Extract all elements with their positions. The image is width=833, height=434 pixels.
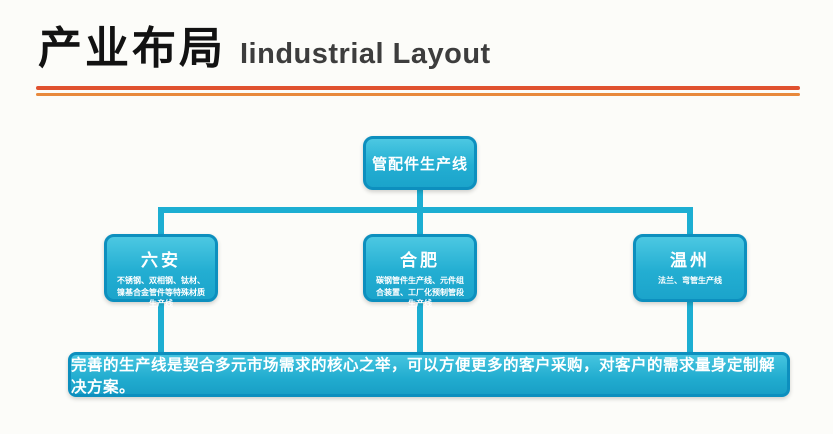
city-name-luan: 六安: [141, 251, 181, 270]
connector-footer-luan: [158, 300, 164, 354]
connector-stem-hefei: [417, 213, 423, 237]
root-node-label: 管配件生产线: [371, 155, 468, 173]
title-divider: [36, 86, 800, 96]
divider-line-top: [36, 86, 800, 90]
connector-horizontal: [158, 207, 693, 213]
page-title-en: Iindustrial Layout: [240, 38, 491, 70]
root-node: 管配件生产线: [363, 136, 477, 190]
city-desc-hefei: 碳钢管件生产线、元件组合装置、工厂化预制管段生产线: [376, 276, 464, 309]
connector-stem-wenzhou: [687, 213, 693, 237]
city-node-wenzhou: 温州 法兰、弯管生产线: [633, 234, 747, 302]
connector-footer-hefei: [417, 300, 423, 354]
divider-line-bottom: [36, 93, 800, 96]
connector-footer-wenzhou: [687, 300, 693, 354]
city-name-wenzhou: 温州: [670, 251, 710, 270]
city-node-hefei: 合肥 碳钢管件生产线、元件组合装置、工厂化预制管段生产线: [363, 234, 477, 308]
city-desc-luan: 不锈钢、双相钢、钛材、镍基合金管件等特殊材质生产线: [117, 276, 205, 309]
city-node-luan: 六安 不锈钢、双相钢、钛材、镍基合金管件等特殊材质生产线: [104, 234, 218, 308]
page-title-zh: 产业布局: [38, 24, 226, 73]
connector-root-stem: [417, 186, 423, 212]
city-name-hefei: 合肥: [400, 251, 440, 270]
connector-stem-luan: [158, 213, 164, 237]
city-desc-wenzhou: 法兰、弯管生产线: [658, 276, 722, 285]
page-title: 产业布局 Iindustrial Layout: [38, 12, 491, 76]
summary-text: 完善的生产线是契合多元市场需求的核心之举，可以方便更多的客户采购，对客户的需求量…: [71, 356, 776, 396]
summary-bar: 完善的生产线是契合多元市场需求的核心之举，可以方便更多的客户采购，对客户的需求量…: [68, 352, 790, 397]
